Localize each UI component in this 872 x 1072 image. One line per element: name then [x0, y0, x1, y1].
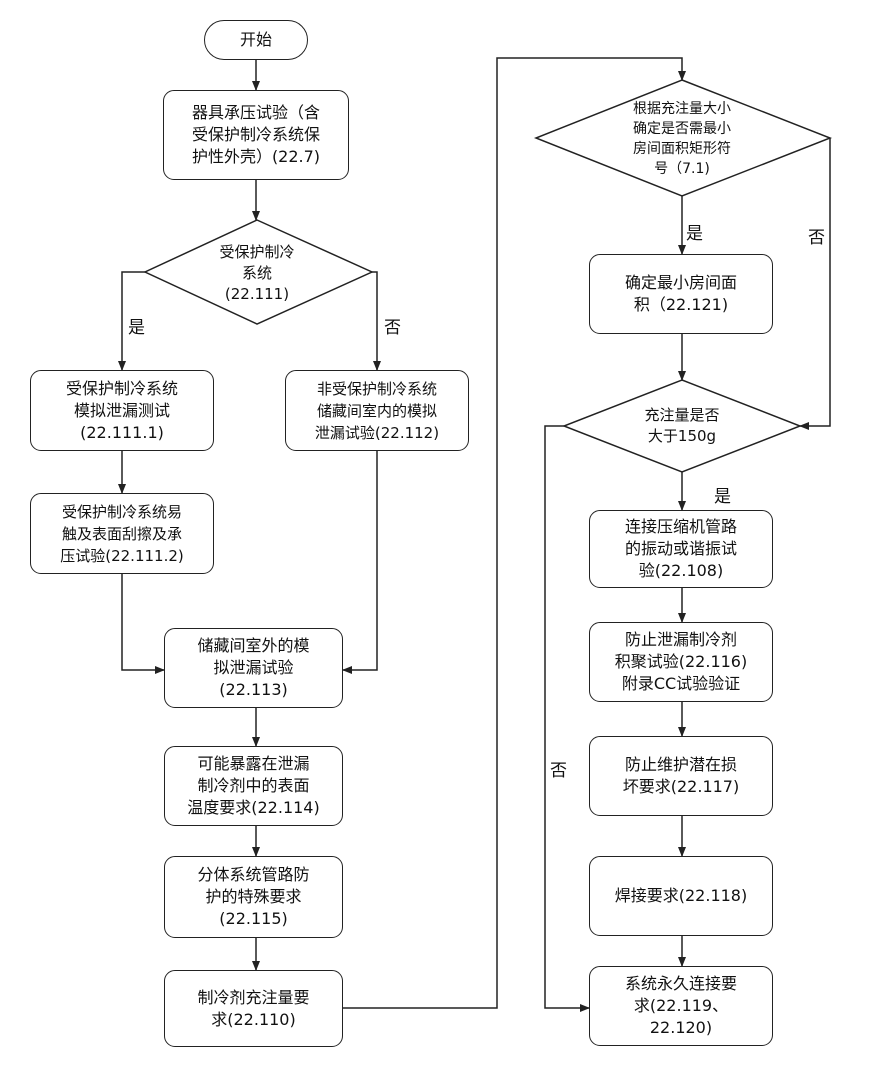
node-text: 防止泄漏制冷剂	[624, 630, 737, 649]
node-text: 拟泄漏试验	[213, 658, 294, 677]
node-text: 泄漏试验(22.112)	[314, 423, 440, 442]
accumulation-box: 防止泄漏制冷剂 积聚试验(22.116) 附录CC试验验证	[589, 622, 773, 702]
node-text: 22.120)	[649, 1018, 713, 1037]
node-text: 压试验(22.111.2)	[60, 546, 184, 565]
permanent-connection-box: 系统永久连接要 求(22.119、 22.120)	[589, 966, 773, 1046]
node-text: 充注量是否	[644, 406, 720, 424]
label-no-protected: 否	[384, 318, 401, 338]
vibration-box: 连接压缩机管路 的振动或谐振试 验(22.108)	[589, 510, 773, 588]
node-text: 可能暴露在泄漏	[197, 754, 310, 773]
edge-nonprotected-to-outdoor	[342, 451, 378, 674]
min-room-decision-text: 根据充注量大小 确定是否需最小 房间面积矩形符 号（7.1)	[596, 96, 768, 182]
edge-charge-to-right	[343, 57, 686, 1009]
node-text: 系统	[241, 263, 272, 282]
pressure-test-box: 器具承压试验（含 受保护制冷系统保 护性外壳）(22.7)	[163, 90, 349, 180]
edge-charge-no	[544, 425, 590, 1012]
node-text: 房间面积矩形符	[633, 141, 731, 157]
node-text: 模拟泄漏测试	[73, 400, 170, 420]
label-yes-protected: 是	[128, 318, 145, 338]
node-text: 连接压缩机管路	[624, 517, 737, 536]
min-room-box: 确定最小房间面 积（22.121)	[589, 254, 773, 334]
charge-req-box: 制冷剂充注量要 求(22.110)	[164, 970, 343, 1047]
protected-leak-sim-box: 受保护制冷系统 模拟泄漏测试 (22.111.1)	[30, 370, 214, 451]
node-text: 号（7.1)	[654, 161, 710, 177]
protected-scratch-box: 受保护制冷系统易 触及表面刮擦及承 压试验(22.111.2)	[30, 493, 214, 574]
split-pipe-box: 分体系统管路防 护的特殊要求 (22.115)	[164, 856, 343, 938]
node-text: 制冷剂充注量要	[197, 987, 310, 1007]
node-text: 积聚试验(22.116)	[614, 652, 748, 671]
node-text: (22.111)	[224, 284, 290, 303]
outdoor-leak-sim-box: 储藏间室外的模 拟泄漏试验 (22.113)	[164, 628, 343, 708]
label-no-charge: 否	[550, 761, 567, 781]
node-text: 受保护制冷系统易	[61, 502, 182, 521]
node-text: 积（22.121)	[633, 295, 729, 314]
edge-minroom-no	[799, 138, 831, 430]
node-text: 确定最小房间面	[624, 273, 737, 292]
edge-decision-yes	[118, 271, 145, 371]
node-text: 受保护制冷系统保	[191, 125, 320, 144]
charge-decision-text: 充注量是否 大于150g	[614, 404, 750, 448]
label-yes-charge: 是	[714, 487, 731, 507]
node-text: 坏要求(22.117)	[622, 777, 740, 796]
label-yes-min-room: 是	[686, 224, 703, 244]
surface-temp-box: 可能暴露在泄漏 制冷剂中的表面 温度要求(22.114)	[164, 746, 343, 826]
protected-decision-text: 受保护制冷 系统 (22.111)	[175, 238, 339, 308]
node-text: 受保护制冷	[219, 242, 295, 261]
node-text: 储藏间室外的模	[197, 636, 310, 655]
node-text: (22.111.1)	[80, 422, 164, 442]
node-text: 护性外壳）(22.7)	[191, 147, 321, 166]
welding-box: 焊接要求(22.118)	[589, 856, 773, 936]
edge-scratch-to-outdoor	[121, 574, 165, 674]
label-no-min-room: 否	[808, 228, 825, 248]
node-text: 开始	[239, 30, 272, 49]
node-text: 储藏间室内的模拟	[316, 401, 437, 420]
node-text: 温度要求(22.114)	[187, 798, 320, 817]
nonprotected-leak-sim-box: 非受保护制冷系统 储藏间室内的模拟 泄漏试验(22.112)	[285, 370, 469, 451]
node-text: (22.113)	[219, 680, 288, 699]
edge-decision-no	[372, 271, 381, 371]
maintenance-box: 防止维护潜在损 坏要求(22.117)	[589, 736, 773, 816]
node-text: 验(22.108)	[638, 561, 724, 580]
node-text: 防止维护潜在损	[624, 755, 737, 774]
node-text: 求(22.119、	[633, 996, 729, 1015]
node-text: 系统永久连接要	[624, 974, 737, 993]
node-text: 焊接要求(22.118)	[614, 886, 748, 905]
decision-diamond-protected	[143, 219, 374, 325]
node-text: 确定是否需最小	[633, 121, 731, 137]
start-terminal: 开始	[204, 20, 308, 60]
node-text: 分体系统管路防	[197, 865, 310, 884]
node-text: (22.115)	[219, 909, 288, 928]
node-text: 非受保护制冷系统	[316, 379, 437, 398]
node-text: 制冷剂中的表面	[197, 776, 310, 795]
node-text: 求(22.110)	[211, 1009, 296, 1029]
node-text: 触及表面刮擦及承	[61, 524, 182, 543]
node-text: 护的特殊要求	[205, 887, 302, 906]
node-text: 附录CC试验验证	[621, 674, 741, 693]
node-text: 的振动或谐振试	[624, 539, 737, 558]
node-text: 大于150g	[647, 427, 717, 445]
node-text: 器具承压试验（含	[191, 103, 320, 122]
node-text: 根据充注量大小	[633, 101, 731, 117]
node-text: 受保护制冷系统	[65, 378, 178, 398]
